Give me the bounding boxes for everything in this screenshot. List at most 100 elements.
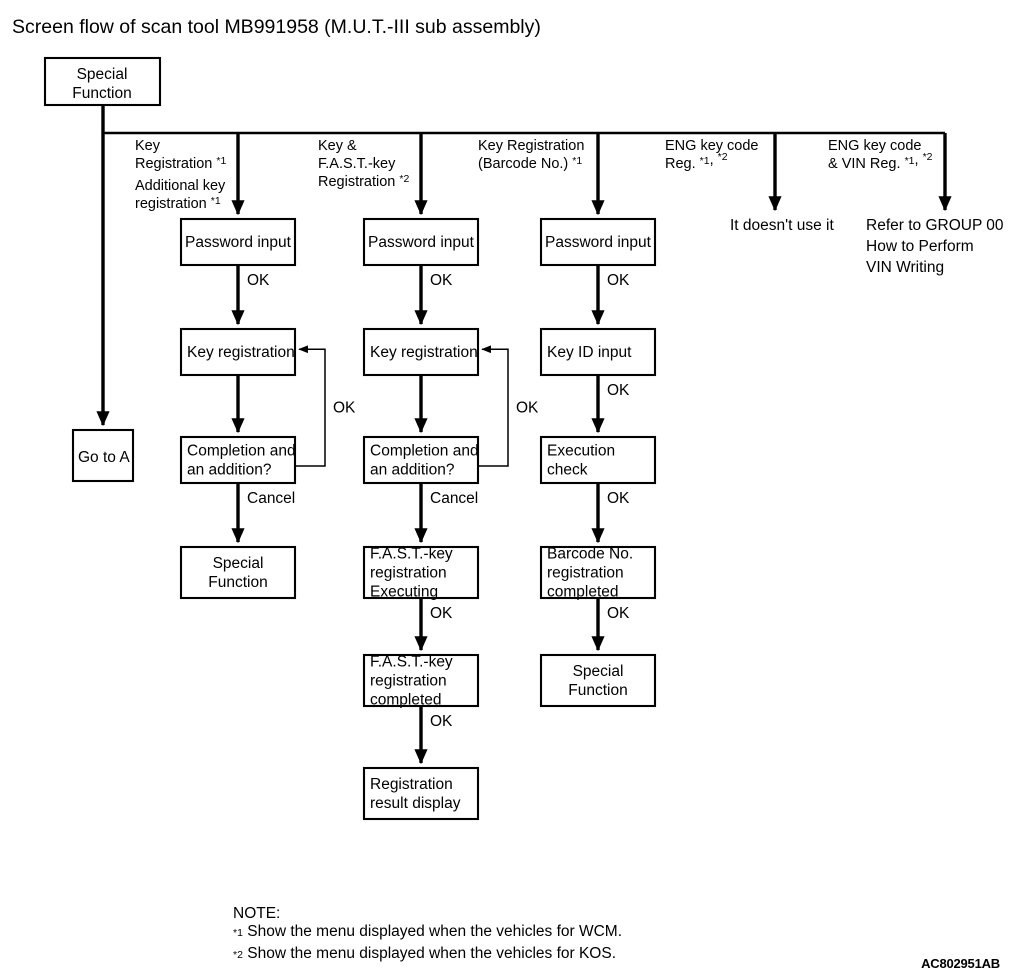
- column-key-and-fast-key-edge-label-4-line: OK: [430, 713, 453, 730]
- note-block: NOTE:*1 Show the menu displayed when the…: [233, 905, 622, 962]
- node-key-registration-1-label-line: Key registration: [187, 344, 295, 361]
- branch-key-and-fast-key-registration-label-line: Key &: [318, 138, 357, 154]
- column-key-and-fast-key-feedback-label: OK: [516, 400, 539, 417]
- node-special-function-root-label-line: Function: [72, 85, 131, 102]
- node-password-input-1-label: Password input: [185, 234, 292, 251]
- node-password-input-1-box: [179, 217, 297, 267]
- node-key-id-input-box: [539, 327, 657, 377]
- column-barcode-registration-edge-label-0: OK: [607, 272, 630, 289]
- column-key-and-fast-key-edge-label-0-line: OK: [430, 272, 453, 289]
- branch-key-registration-barcode-label-line: (Barcode No.) *1: [478, 155, 582, 172]
- node-completion-addition-1-label-line: Completion and: [187, 443, 296, 460]
- branch-key-registration-barcode-label: Key Registration(Barcode No.) *1: [478, 138, 584, 172]
- column-key-and-fast-key-feedback-edge: [478, 345, 509, 467]
- column-barcode-registration-edge-label-2-line: OK: [607, 490, 630, 507]
- column-key-and-fast-key-edge-label-2-line: Cancel: [430, 490, 478, 507]
- page-title: Screen flow of scan tool MB991958 (M.U.T…: [12, 16, 541, 38]
- node-key-registration-2-label-line: Key registration: [370, 344, 478, 361]
- node-execution-check-label-line: Execution: [547, 443, 615, 460]
- column-barcode-registration-edge-label-2: OK: [607, 490, 630, 507]
- branch-key-registration-label-alt-line: registration *1: [135, 195, 221, 212]
- branch-key-and-fast-key-registration-label-line: Registration *2: [318, 173, 409, 190]
- node-key-id-input-label: Key ID input: [547, 344, 632, 361]
- node-fast-key-executing-label-line: F.A.S.T.-key: [370, 546, 453, 563]
- column-key-registration-edge-label-0-line: OK: [247, 272, 270, 289]
- node-completion-addition-1-label: Completion and an addition?: [187, 443, 296, 479]
- branch-key-and-fast-key-registration-label-line: F.A.S.T.-key: [318, 156, 396, 172]
- column-key-registration-edge-label-0: OK: [247, 272, 270, 289]
- column-key-registration-feedback-label-line: OK: [333, 400, 356, 417]
- node-go-to-a-label-line: Go to A: [78, 449, 130, 466]
- node-completion-addition-1-label-line: an addition?: [187, 462, 272, 479]
- branch-eng-key-code-reg-label-line: Reg. *1, *2: [665, 151, 728, 172]
- node-special-function-1-box: [179, 545, 297, 600]
- text-refer-to-group-00-line: VIN Writing: [866, 259, 944, 276]
- node-password-input-3-label-line: Password input: [545, 234, 652, 251]
- figure-id: AC802951AB: [921, 956, 1000, 971]
- text-doesnt-use-it: It doesn't use it: [730, 217, 834, 234]
- node-execution-check-label: Execution check: [547, 443, 615, 479]
- column-key-and-fast-key-edge-label-0: OK: [430, 272, 453, 289]
- text-refer-to-group-00-line: How to Perform: [866, 238, 974, 255]
- node-fast-key-completed-label-line: registration: [370, 673, 447, 690]
- node-password-input-2-box: [362, 217, 480, 267]
- text-doesnt-use-it-line: It doesn't use it: [730, 217, 834, 234]
- node-completion-addition-2-label-line: Completion and: [370, 443, 479, 460]
- branch-key-registration-barcode-label-line: Key Registration: [478, 138, 584, 154]
- node-key-id-input-label-line: Key ID input: [547, 344, 632, 361]
- node-execution-check-box: [539, 435, 657, 485]
- node-fast-key-completed-box: [362, 653, 480, 708]
- branch-key-registration-label-line: Key: [135, 138, 161, 154]
- node-completion-addition-1-box: [179, 435, 297, 485]
- node-password-input-2-label: Password input: [368, 234, 475, 251]
- branch-key-registration-label-alt-line: Additional key: [135, 178, 226, 194]
- node-special-function-root-box: [43, 56, 162, 107]
- node-barcode-registration-completed-label-line: registration: [547, 565, 624, 582]
- node-go-to-a-box: [71, 428, 135, 483]
- note-block-line: NOTE:: [233, 905, 280, 922]
- column-key-and-fast-key-edge-label-3: OK: [430, 605, 453, 622]
- column-barcode-registration-edge-label-3-line: OK: [607, 605, 630, 622]
- branch-eng-key-code-reg-label-line: ENG key code: [665, 138, 759, 154]
- node-key-registration-1-label: Key registration: [187, 344, 295, 361]
- node-registration-result-display-label: Registration result display: [370, 776, 461, 812]
- text-refer-to-group-00-line: Refer to GROUP 00: [866, 217, 1004, 234]
- node-go-to-a-label: Go to A: [78, 449, 130, 466]
- branch-eng-key-code-vin-reg-label: ENG key code& VIN Reg. *1, *2: [828, 138, 933, 172]
- node-registration-result-display-label-line: Registration: [370, 776, 453, 793]
- column-key-registration-feedback-label: OK: [333, 400, 356, 417]
- column-barcode-registration-edge-label-1: OK: [607, 382, 630, 399]
- static-structure: [43, 56, 952, 483]
- node-password-input-1-label-line: Password input: [185, 234, 292, 251]
- node-special-function-3-label-line: Function: [568, 682, 627, 699]
- note-block-line: *2 Show the menu displayed when the vehi…: [233, 945, 616, 962]
- node-special-function-3-label-line: Special: [573, 663, 624, 680]
- node-fast-key-completed-label-line: completed: [370, 692, 442, 709]
- node-registration-result-display-label-line: result display: [370, 795, 461, 812]
- node-execution-check-label-line: check: [547, 462, 588, 479]
- node-fast-key-executing-label-line: registration: [370, 565, 447, 582]
- node-special-function-1-label-line: Special: [213, 555, 264, 572]
- node-fast-key-executing-label-line: Executing: [370, 584, 438, 601]
- column-key-registration-edge-label-2: Cancel: [247, 490, 295, 507]
- column-key-and-fast-key-edge-label-3-line: OK: [430, 605, 453, 622]
- note-block-line: *1 Show the menu displayed when the vehi…: [233, 923, 622, 940]
- node-completion-addition-2-box: [362, 435, 480, 485]
- node-special-function-1-label-line: Function: [208, 574, 267, 591]
- column-barcode-registration-edge-label-0-line: OK: [607, 272, 630, 289]
- node-password-input-3-label: Password input: [545, 234, 652, 251]
- node-key-registration-2-label: Key registration: [370, 344, 478, 361]
- node-completion-addition-2-label-line: an addition?: [370, 462, 455, 479]
- node-completion-addition-2-label: Completion and an addition?: [370, 443, 479, 479]
- node-registration-result-display-box: [362, 766, 480, 821]
